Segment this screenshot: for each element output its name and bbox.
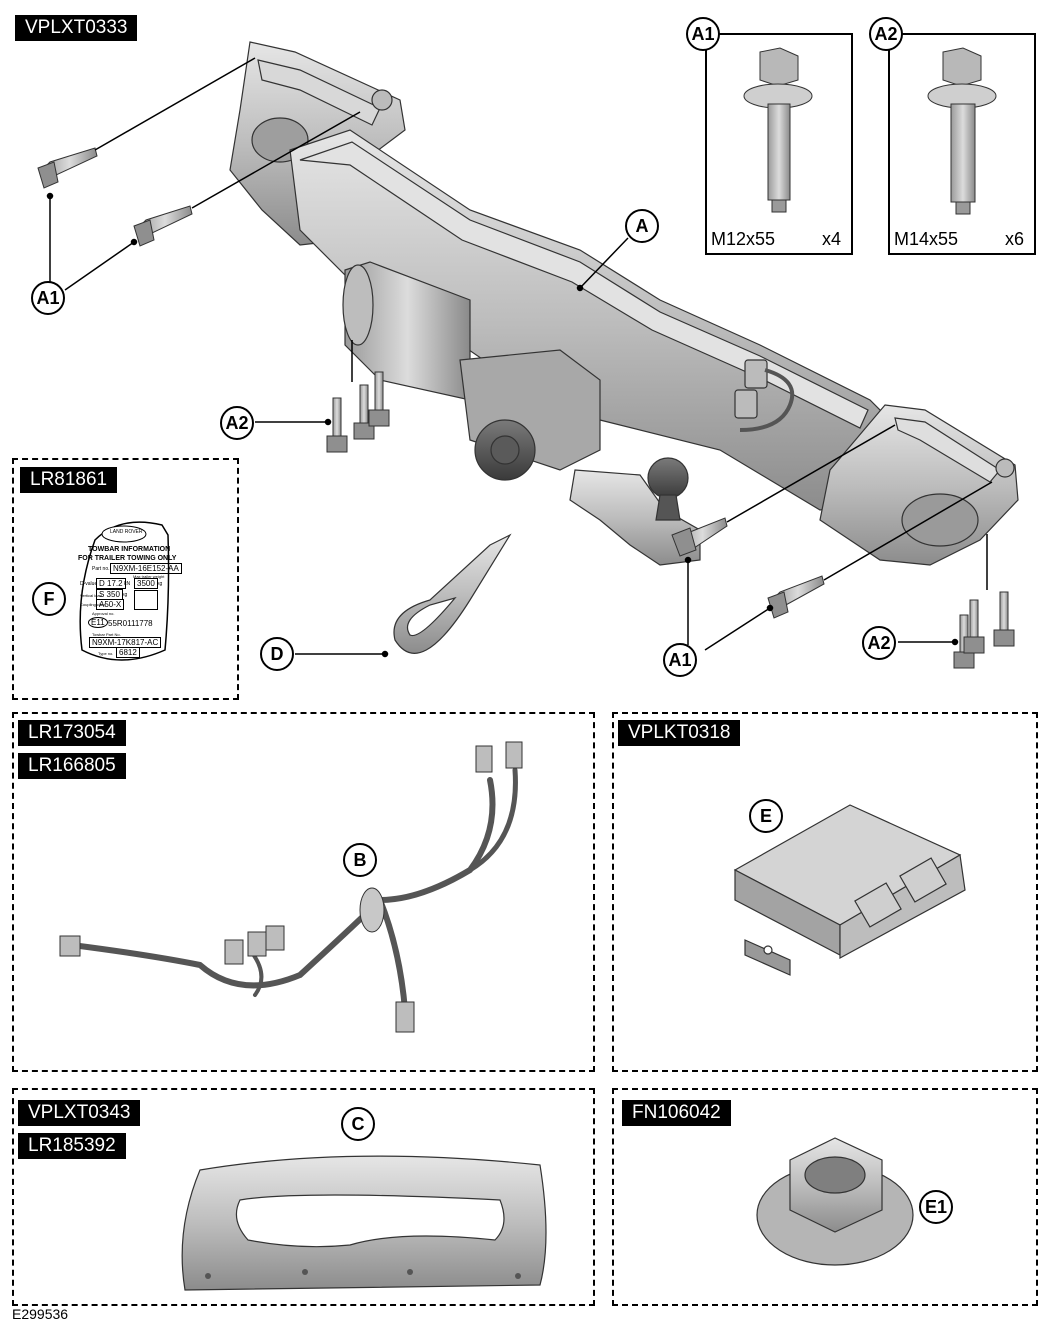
callout-a2-right: A2 — [862, 626, 896, 660]
tag-module: VPLKT0318 — [618, 720, 741, 746]
plate-max-mass-unit: kg — [157, 581, 163, 587]
panel-module — [612, 712, 1038, 1072]
bolt-a2-illustration — [927, 47, 997, 215]
towbar-assembly — [229, 41, 1019, 566]
plate-vertical-label: Vertical load — [80, 593, 102, 598]
bumper-cover — [181, 1155, 547, 1291]
figure-id: E299536 — [12, 1306, 69, 1322]
plate-approval-no: 55R0111778 — [108, 619, 153, 628]
callout-a1-top: A1 — [31, 281, 65, 315]
bolt-group-a2-right — [953, 591, 1015, 669]
callout-a: A — [625, 209, 659, 243]
leader-lines — [46, 57, 993, 658]
tag-harness-1: LR173054 — [18, 720, 126, 746]
bolt-a2-qty: x6 — [1005, 229, 1025, 249]
plate-part-no: N9XM-16E152-AA — [110, 563, 182, 574]
plate-title-1: TOWBAR INFORMATION — [88, 546, 171, 553]
callout-a1-bottom: A1 — [663, 643, 697, 677]
trailer-module — [733, 804, 966, 976]
flange-nut — [756, 1137, 914, 1266]
plate-d-unit: kN — [124, 581, 131, 587]
callout-box-a2: A2 — [869, 17, 903, 51]
plate-type-label: Type no. — [98, 651, 114, 656]
plate-max-mass-label: Max trailer weight — [133, 574, 165, 579]
bolt-a1-qty: x4 — [822, 229, 842, 249]
harness-connectors — [59, 741, 523, 1033]
plate-d-label: D-value — [80, 581, 98, 587]
tag-harness-2: LR166805 — [18, 753, 126, 779]
bolt-a1-size: M12x55 — [711, 229, 776, 249]
tag-label-kit: LR81861 — [20, 467, 118, 493]
callout-e1: E1 — [919, 1190, 953, 1224]
callout-a2-left: A2 — [220, 406, 254, 440]
panel-harness — [12, 712, 595, 1072]
bolt-a1-middle-left — [133, 205, 193, 247]
bolt-a1-upper-left — [37, 147, 98, 189]
callout-f: F — [32, 582, 66, 616]
bolt-a1-lower-right-2 — [767, 575, 825, 619]
bolt-a1-illustration — [743, 47, 813, 213]
panel-nut — [612, 1088, 1038, 1306]
plate-max-mass: 3500 — [134, 578, 158, 589]
plate-blank-box — [134, 590, 158, 610]
towing-eye — [393, 533, 512, 654]
plate-type-no: 6812 — [116, 647, 140, 658]
tag-cover-1: VPLXT0343 — [18, 1100, 141, 1126]
tag-main-part: VPLXT0333 — [15, 15, 138, 41]
bolt-group-a2-left — [326, 371, 390, 453]
bolt-a2-size: M14x55 — [894, 229, 959, 249]
bolt-box-a1 — [705, 33, 853, 255]
callout-c: C — [341, 1107, 375, 1141]
plate-e-mark: E11 — [88, 617, 108, 628]
callout-box-a1: A1 — [686, 17, 720, 51]
callout-e: E — [749, 799, 783, 833]
tag-nut: FN106042 — [622, 1100, 731, 1126]
plate-brand: LAND ROVER — [110, 529, 143, 535]
plate-part-no-label: Part no. — [92, 566, 110, 572]
bolt-a1-lower-right-1 — [671, 517, 728, 557]
bolt-box-a2 — [888, 33, 1036, 255]
callout-d: D — [260, 637, 294, 671]
plate-coupling-label: Coupling class — [80, 602, 107, 607]
panel-label-kit — [12, 458, 239, 700]
plate-title-2: FOR TRAILER TOWING ONLY — [78, 555, 177, 562]
plate-d-value: D 17.2 — [96, 578, 126, 589]
plate-coupling: A50-X — [96, 599, 125, 610]
panel-cover — [12, 1088, 595, 1306]
plate-s-unit: kg — [122, 592, 128, 598]
tag-cover-2: LR185392 — [18, 1133, 126, 1159]
plate-towbar-part-label: Towbar Part No. — [92, 632, 121, 637]
callout-b: B — [343, 843, 377, 877]
plate-approval-label: Approval no. — [92, 611, 115, 616]
